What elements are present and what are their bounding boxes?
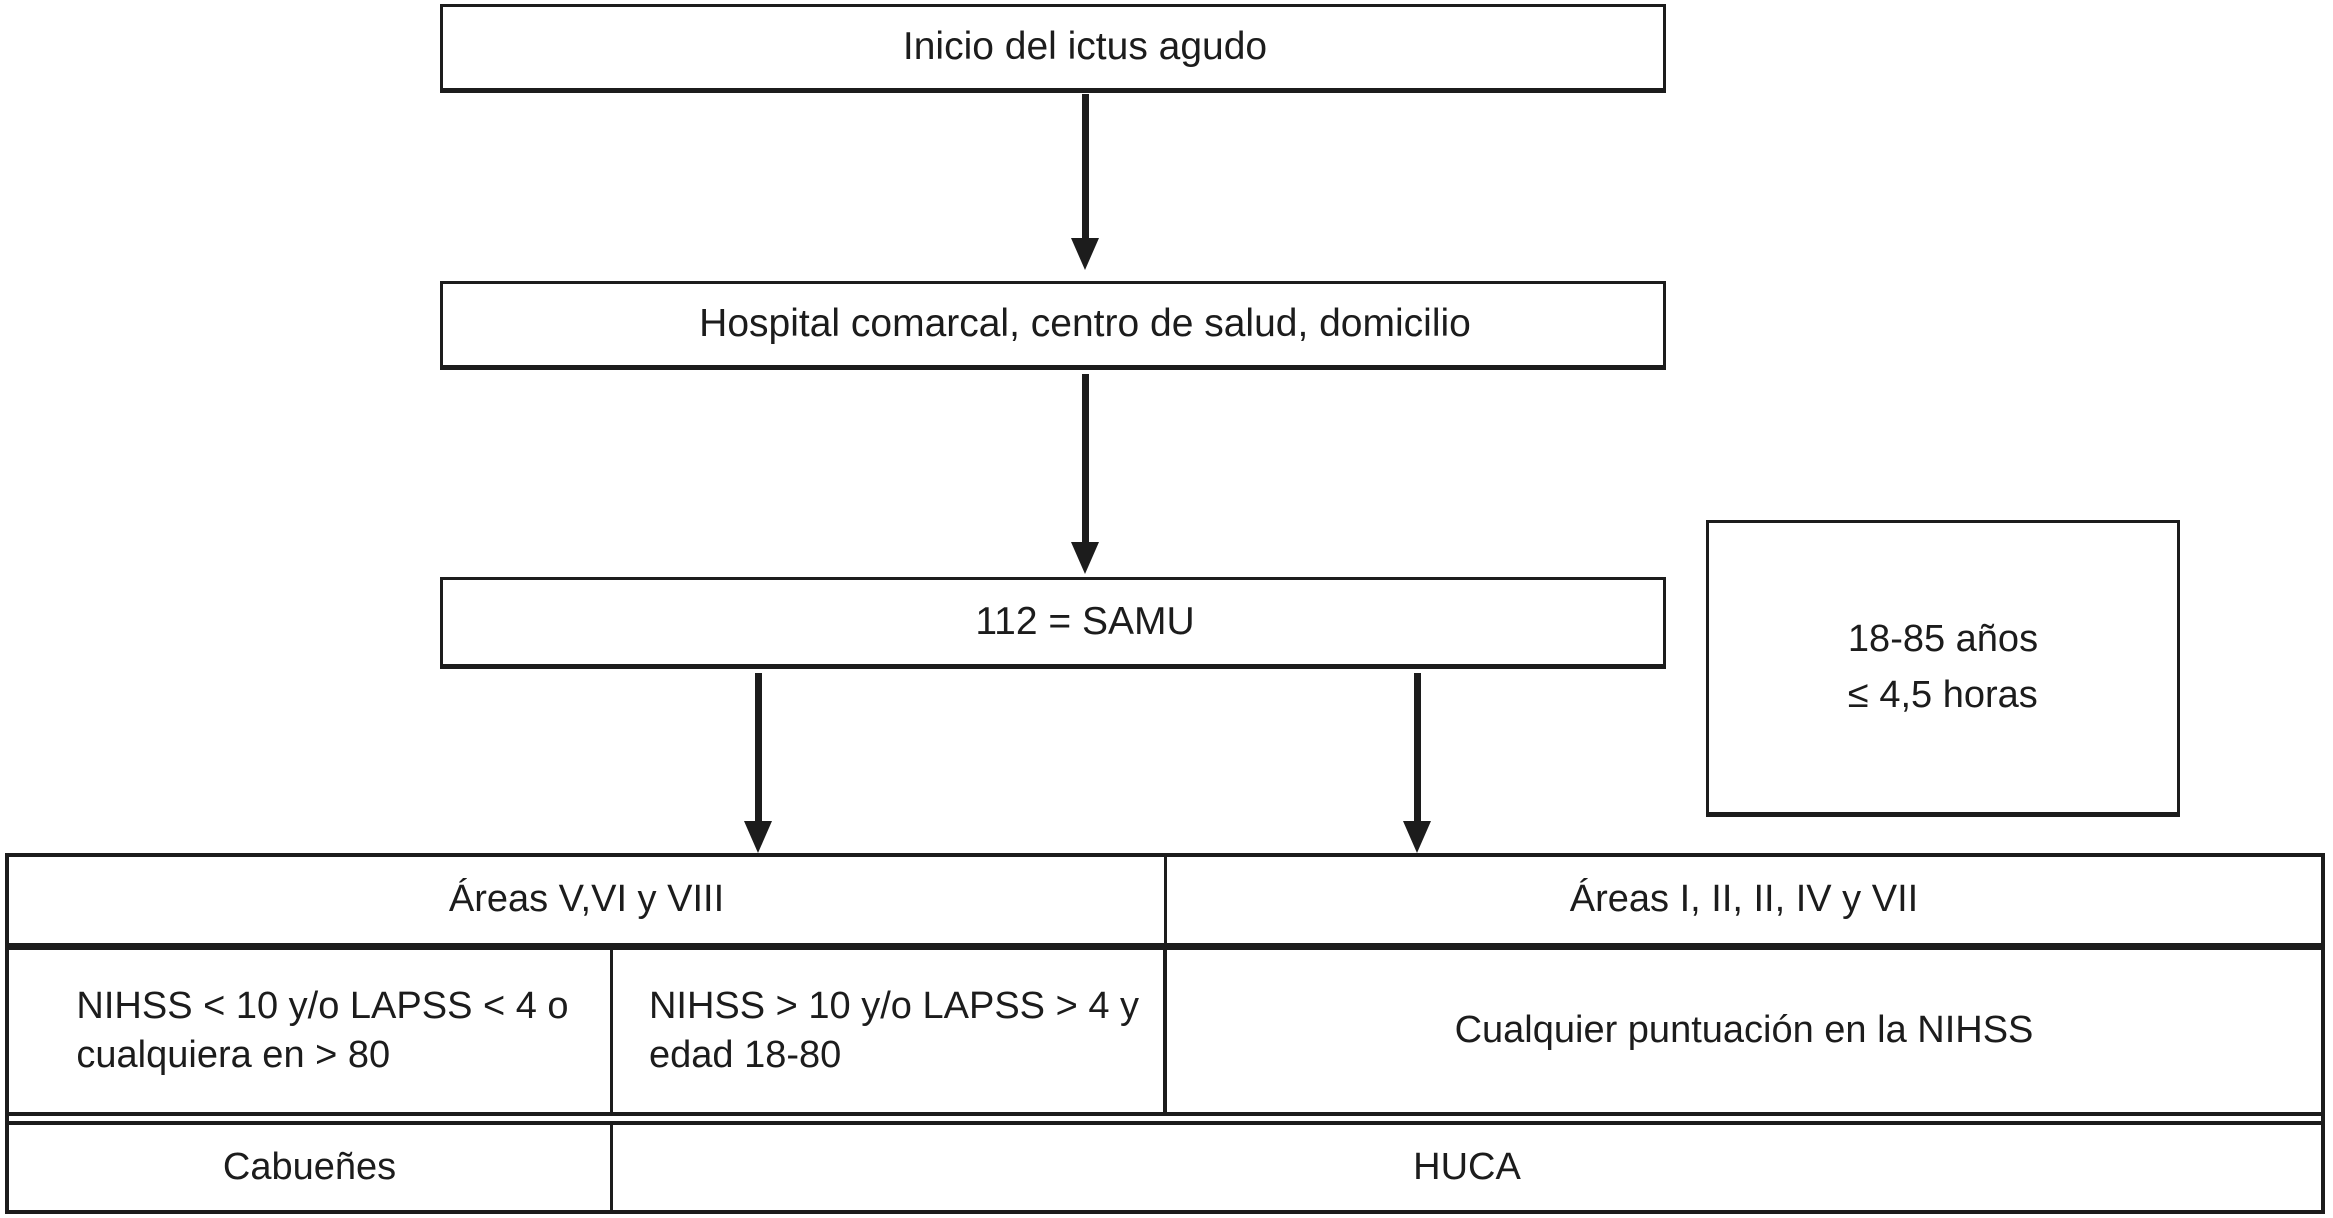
- cell-destination-huca-label: HUCA: [1413, 1145, 1521, 1188]
- flow-box-origin-label: Hospital comarcal, centro de salud, domi…: [699, 302, 1471, 346]
- cell-nihss-any-score: Cualquier puntuación en la NIHSS: [1167, 950, 2321, 1116]
- header-areas-right-label: Áreas I, II, II, IV y VII: [1569, 878, 1919, 921]
- criteria-box: 18-85 años ≤ 4,5 horas: [1706, 520, 2180, 817]
- flow-box-origin: Hospital comarcal, centro de salud, domi…: [440, 281, 1666, 370]
- arrow-down-icon: [1071, 542, 1099, 574]
- header-areas-left-label: Áreas V,VI y VIII: [448, 878, 725, 921]
- flow-box-emergency-samu: 112 = SAMU: [440, 577, 1666, 669]
- criteria-box-label: 18-85 años ≤ 4,5 horas: [1847, 618, 2039, 716]
- cell-nihss-low-score: NIHSS < 10 y/o LAPSS < 4 o cualquiera en…: [9, 950, 613, 1116]
- arrow-shaft: [754, 673, 762, 821]
- cell-destination-cabuenes: Cabueñes: [9, 1121, 613, 1210]
- flow-box-stroke-onset: Inicio del ictus agudo: [440, 4, 1666, 93]
- arrow-branch-areas-v-vi-viii: [744, 673, 772, 853]
- arrow-origin-to-samu: [1071, 374, 1099, 574]
- cell-nihss-high-score: NIHSS > 10 y/o LAPSS > 4 y edad 18-80: [613, 950, 1167, 1116]
- header-areas-right: Áreas I, II, II, IV y VII: [1167, 857, 2321, 950]
- header-areas-left: Áreas V,VI y VIII: [9, 857, 1167, 950]
- arrow-branch-areas-i-vii: [1403, 673, 1431, 853]
- flow-box-emergency-samu-label: 112 = SAMU: [975, 599, 1195, 643]
- arrow-down-icon: [744, 821, 772, 853]
- cell-destination-huca: HUCA: [613, 1121, 2321, 1210]
- cell-destination-cabuenes-label: Cabueñes: [222, 1145, 397, 1188]
- cell-nihss-any-score-label: Cualquier puntuación en la NIHSS: [1454, 1009, 2034, 1052]
- arrow-shaft: [1413, 673, 1421, 821]
- flow-box-stroke-onset-label: Inicio del ictus agudo: [902, 25, 1268, 69]
- arrow-shaft: [1081, 374, 1089, 542]
- arrow-onset-to-origin: [1071, 94, 1099, 270]
- triage-table: Áreas V,VI y VIII Áreas I, II, II, IV y …: [5, 853, 2325, 1214]
- arrow-shaft: [1081, 94, 1089, 238]
- arrow-down-icon: [1403, 821, 1431, 853]
- arrow-down-icon: [1071, 238, 1099, 270]
